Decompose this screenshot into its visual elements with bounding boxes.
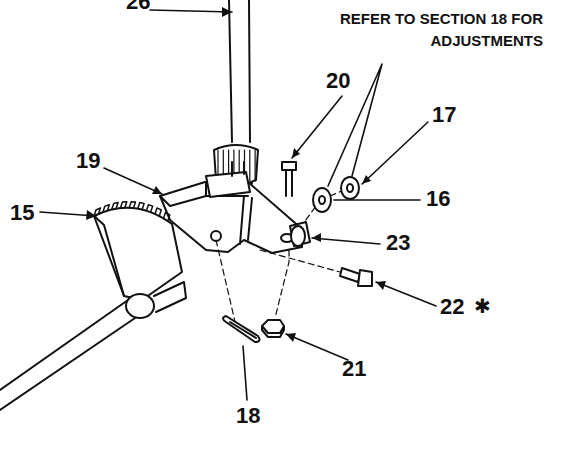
- callout-number: 16: [426, 188, 450, 210]
- screw: [340, 268, 372, 286]
- bushing: [290, 222, 310, 246]
- knurl-stroke: [255, 150, 256, 181]
- gear-teeth: [94, 202, 170, 221]
- callout-number: 18: [236, 405, 260, 427]
- callout-number: 21: [342, 358, 366, 380]
- callout-number: 19: [76, 150, 100, 172]
- callout-number: 22: [440, 296, 464, 318]
- rod: [0, 282, 186, 410]
- bracket: [160, 162, 302, 253]
- gear-sector: [94, 202, 182, 300]
- callout-number: 17: [432, 104, 456, 126]
- knurl-stroke: [249, 150, 250, 181]
- asterisk-mark: ✱: [474, 296, 491, 316]
- cotter-pin: [223, 316, 259, 342]
- callout-number: 23: [386, 232, 410, 254]
- arrowheads: [86, 7, 386, 342]
- bolt: [282, 162, 296, 196]
- callout-number: 26: [126, 0, 150, 13]
- callout-number: 15: [10, 202, 34, 224]
- note-text: REFER TO SECTION 18 FOR ADJUSTMENTS: [338, 8, 543, 52]
- callout-number: 20: [326, 70, 350, 92]
- nut: [262, 320, 284, 337]
- leader-lines: [40, 10, 436, 400]
- washers: [313, 177, 359, 212]
- cable: [229, 0, 250, 142]
